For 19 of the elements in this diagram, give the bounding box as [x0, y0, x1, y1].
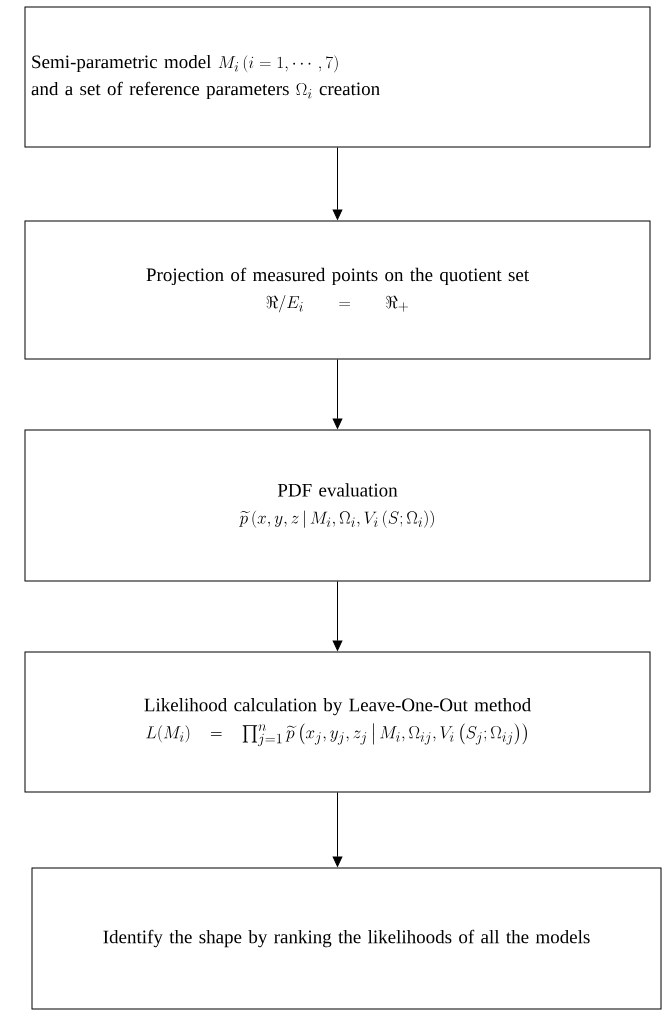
- process-box: [24, 6, 651, 148]
- process-box: [31, 867, 662, 1010]
- node-label: creation: [319, 82, 380, 96]
- process-box: [24, 429, 651, 582]
- box-text: Likelihood calculation by Leave-One-Out method $L(M_{i})=\prod_{j=1}^{n}\widetilde{p}\left(x_{j},y_{j},z_{j}\,\middle|\,M_{i},\Omega_{ij},V_{i}\left(S_{j};\Omega_{ij}\right)\right)$: [144, 698, 531, 747]
- node-label: and a set of reference parameters: [31, 81, 289, 100]
- arrow: [332, 792, 343, 867]
- box-text: PDF evaluation $\widetilde{p}\left(x,y,z\,\middle|\,M_{i},\Omega_{i},V_{i}\left(S;\Omega_{i}\right)\right)$: [239, 483, 434, 528]
- box-text: Identify the shape by ranking the likelihoods of all the models: [103, 929, 590, 948]
- box-text: Semi-parametric model $M_{i}\left(i=1,\cdots,7\right)$ and a set of reference parameters $\Omega_{i}$ creation: [31, 54, 380, 100]
- process-box: [24, 220, 651, 360]
- node-label: $\Omega_{i}$: [296, 82, 312, 99]
- arrow: [332, 581, 343, 651]
- arrow: [332, 359, 343, 429]
- node-label: $M_{i}\left(i=1,\cdots,7\right)$: [218, 55, 338, 73]
- box-text: Projection of measured points on the quotient set $\Re / E_{i} = \Re_{+}$: [146, 267, 529, 313]
- arrow: [332, 147, 343, 220]
- node-label: Semi-parametric model: [32, 54, 212, 73]
- process-box: [24, 651, 651, 793]
